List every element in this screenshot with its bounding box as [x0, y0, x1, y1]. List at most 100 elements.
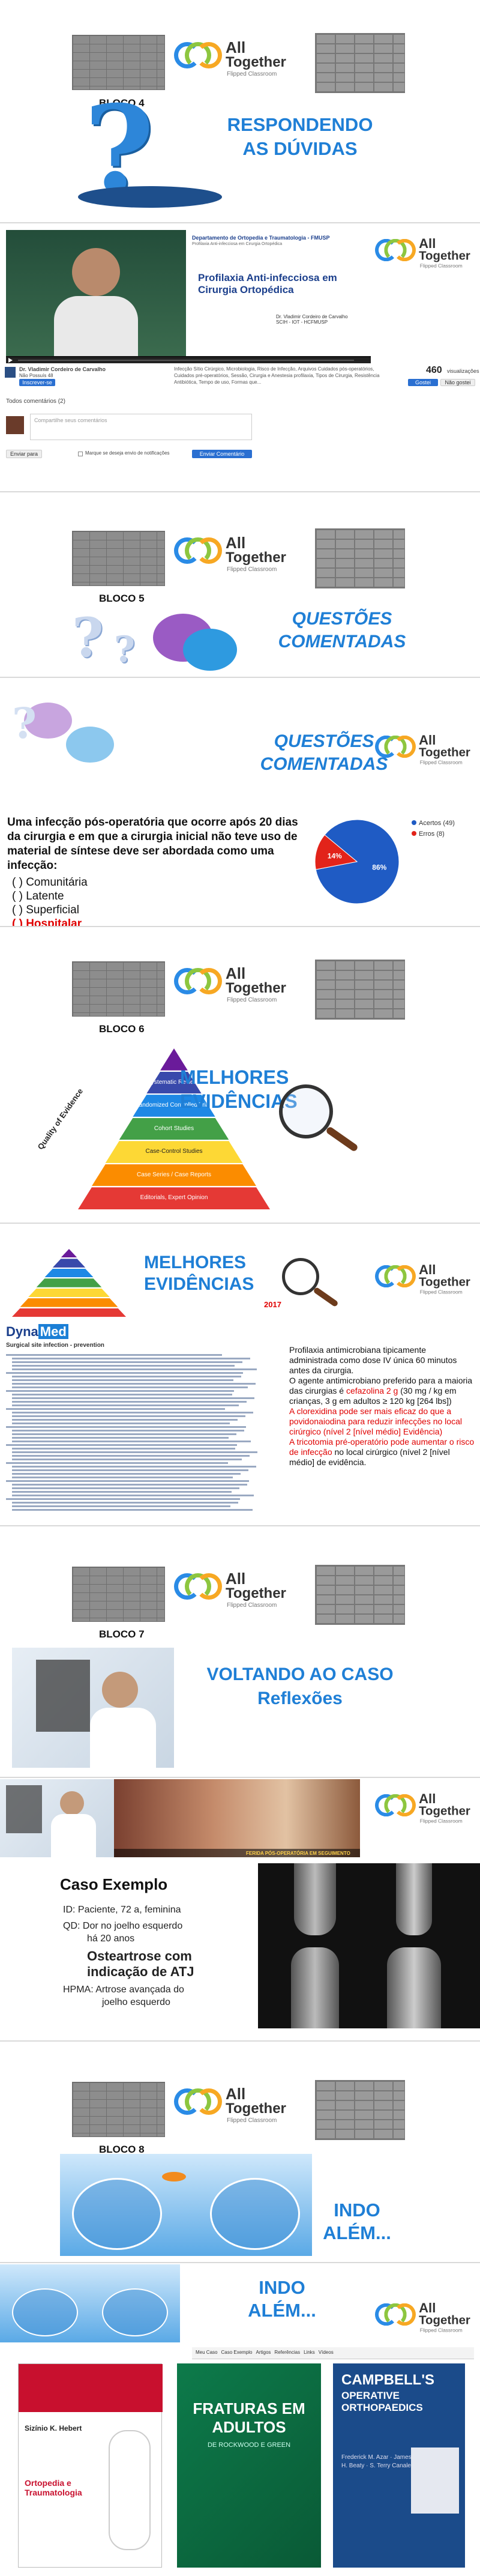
resource-menu: Meu Caso Caso Exemplo Artigos Referência…: [192, 2347, 474, 2359]
option-latente[interactable]: ( ) Latente: [12, 890, 64, 903]
post-comment-button[interactable]: Enviar Comentário: [192, 450, 252, 458]
legend-entry: Acertos (49): [419, 820, 455, 827]
document-text-line: [6, 1372, 243, 1374]
document-text-line: [12, 1386, 248, 1388]
document-text-line: [12, 1509, 253, 1511]
menu-item[interactable]: Caso Exemplo: [221, 2350, 253, 2355]
play-icon[interactable]: [8, 358, 13, 363]
brick-wall: [315, 33, 405, 93]
notify-checkbox[interactable]: [78, 452, 83, 456]
document-text-line: [12, 1466, 256, 1468]
slide-video: Departamento de Ortopedia e Traumatologi…: [0, 224, 480, 491]
evidence-pyramid-small: [12, 1249, 132, 1321]
dynamed-document: [6, 1354, 258, 1516]
brick-wall: [315, 960, 405, 1020]
video-banner: FERIDA PÓS-OPERATÓRIA EM SEGUIMENTO: [246, 1851, 350, 1856]
document-text-line: [6, 1408, 225, 1410]
book-cover-campbell[interactable]: CAMPBELL'S OPERATIVE ORTHOPAEDICS Freder…: [333, 2363, 465, 2568]
speech-bubble-icon: [66, 727, 114, 763]
brick-block: [72, 961, 165, 1017]
video-slide-panel: Departamento de Ortopedia e Traumatologi…: [186, 230, 371, 356]
year-label: 2017: [264, 1300, 281, 1309]
author-name[interactable]: Dr. Vladimir Cordeiro de Carvalho: [19, 366, 106, 372]
magnifier-icon: [282, 1258, 319, 1295]
brick-wall: [315, 2080, 405, 2140]
option-hospitalar[interactable]: ( ) Hospitalar: [12, 918, 82, 926]
document-text-line: [12, 1415, 245, 1417]
document-text-line: [12, 1365, 235, 1367]
video-frame: [6, 230, 186, 356]
commenter-avatar: [6, 416, 24, 434]
fishbowl-image: [60, 2154, 312, 2256]
document-text-line: [6, 1426, 246, 1428]
comment-input[interactable]: Compartilhe seus comentários: [30, 414, 252, 440]
document-text-line: [12, 1433, 236, 1435]
case-details: ID: Paciente, 72 a, feminina QD: Dor no …: [63, 1905, 194, 2007]
menu-item[interactable]: Meu Caso: [196, 2350, 218, 2355]
presenter-body: [54, 296, 138, 356]
pyramid-layer: [52, 1259, 86, 1268]
bloco-label: BLOCO 6: [99, 1023, 145, 1035]
send-to-button[interactable]: Enviar para: [6, 450, 42, 458]
book-cover-fraturas[interactable]: FRATURAS EM ADULTOS DE ROCKWOOD E GREEN: [177, 2363, 321, 2568]
menu-item[interactable]: Links: [304, 2350, 315, 2355]
dynamed-summary: Profilaxia antimicrobiana tipicamente ad…: [289, 1345, 475, 1467]
document-text-line: [12, 1397, 254, 1399]
option-comunitaria[interactable]: ( ) Comunitária: [12, 876, 88, 889]
document-text-line: [6, 1498, 240, 1500]
comments-section: Todos comentários (2) Compartilhe seus c…: [0, 398, 480, 488]
menu-item[interactable]: Referências: [274, 2350, 301, 2355]
book-cover-hebert[interactable]: Sizínio K. Hebert Ortopedia e Traumatolo…: [18, 2363, 163, 2568]
magnifier-handle: [313, 1286, 339, 1308]
pie-data-label: 14%: [328, 851, 342, 860]
speech-bubble-icon: [24, 703, 72, 739]
presenter-avatar: [72, 248, 120, 296]
video-description: Infecção Sítio Cirúrgico, Microbiologia,…: [174, 366, 380, 385]
like-button[interactable]: Gostei: [408, 379, 438, 386]
subscribe-button[interactable]: Inscrever-se: [19, 379, 55, 386]
legend-marker: [412, 820, 416, 825]
video-player[interactable]: Departamento de Ortopedia e Traumatologi…: [6, 230, 371, 363]
brick-block: [72, 2082, 165, 2137]
menu-item[interactable]: Vídeos: [318, 2350, 334, 2355]
video-progress-bar[interactable]: [6, 357, 371, 363]
podium: [78, 186, 222, 208]
document-text-line: [6, 1462, 228, 1464]
option-superficial[interactable]: ( ) Superficial: [12, 904, 79, 916]
author-avatar[interactable]: [5, 367, 16, 378]
legend-marker: [412, 831, 416, 836]
pyramid-layer: Randomized Controlled Trials: [133, 1095, 215, 1117]
bloco-label: BLOCO 4: [99, 97, 145, 109]
document-text-line: [12, 1473, 241, 1475]
pie-data-label: 86%: [372, 863, 386, 872]
brick-block: [72, 35, 165, 90]
dislike-button[interactable]: Não gostei: [440, 379, 475, 386]
document-text-line: [12, 1430, 244, 1432]
wound-video-frame[interactable]: FERIDA PÓS-OPERATÓRIA EM SEGUIMENTO: [114, 1779, 360, 1857]
document-text-line: [12, 1505, 230, 1507]
document-text-line: [12, 1401, 247, 1403]
menu-item[interactable]: Artigos: [256, 2350, 271, 2355]
pyramid-layer: [12, 1308, 126, 1317]
video-header: Departamento de Ortopedia e Traumatologi…: [192, 235, 330, 241]
question-mark-icon: ?: [12, 698, 37, 748]
bloco-label: BLOCO 8: [99, 2144, 145, 2155]
question-mark-icon: ?: [72, 606, 104, 670]
brick-wall: [315, 1565, 405, 1625]
question-mark-icon: ?: [114, 629, 136, 671]
